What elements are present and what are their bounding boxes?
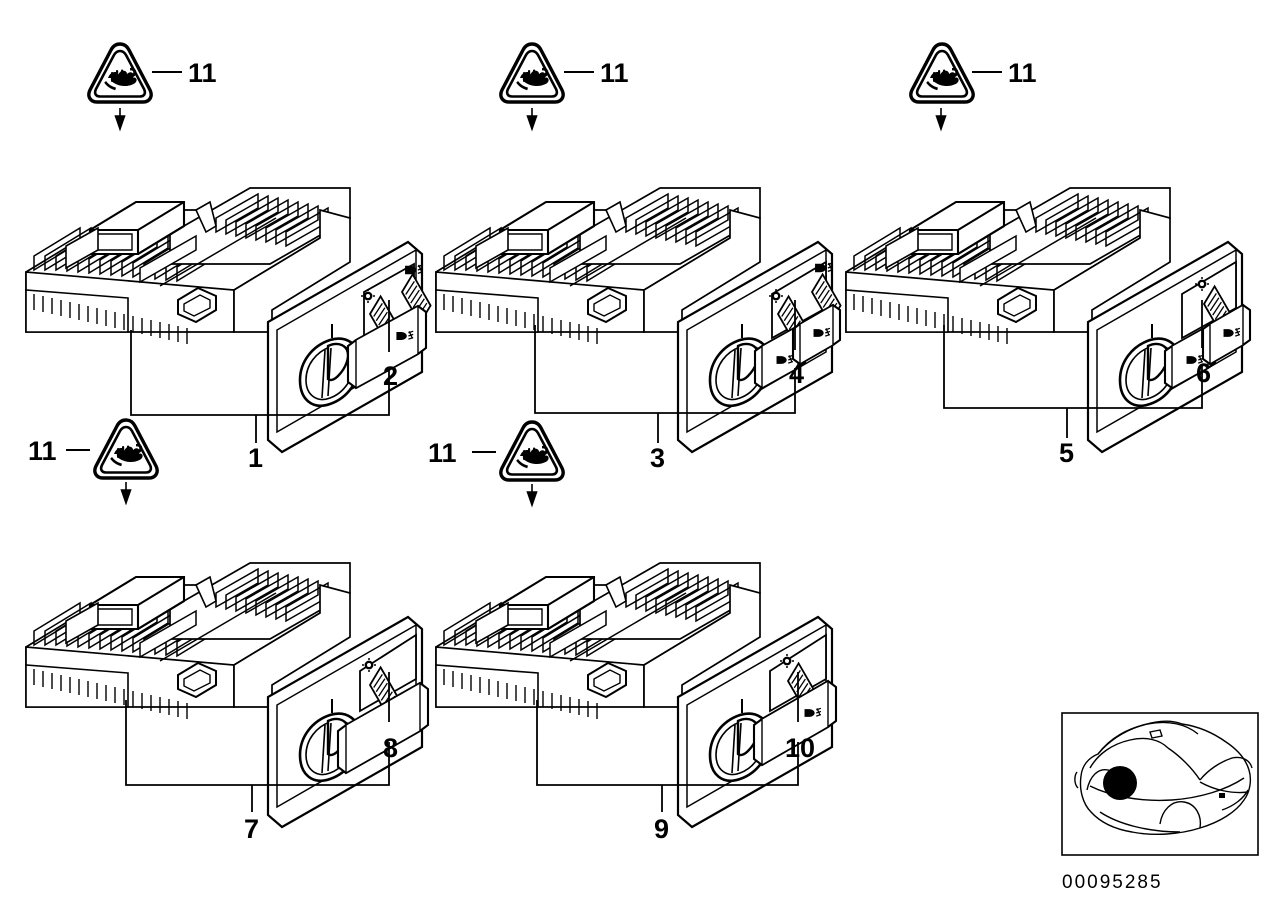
callout-label-8: 8 <box>383 733 398 763</box>
switch-module-unit-3[interactable]: 11 5 6 <box>844 42 1252 468</box>
callout-bracket-9 <box>536 700 799 786</box>
diagram-part-id: 00095285 <box>1062 872 1163 893</box>
callout-label-11-unit-1: 11 <box>188 58 217 88</box>
switch-module-unit-5[interactable]: 11 9 10 <box>428 420 838 844</box>
callout-label-7: 7 <box>244 814 259 844</box>
location-dot <box>1103 766 1137 800</box>
callout-label-9: 9 <box>654 814 669 844</box>
callout-label-3: 3 <box>650 443 665 473</box>
callout-bracket-3 <box>534 325 796 414</box>
switch-module-unit-1[interactable]: 11 1 2 <box>24 42 437 473</box>
switch-module-unit-4[interactable]: 11 7 8 <box>24 418 430 844</box>
callout-label-11-unit-2: 11 <box>600 58 629 88</box>
callout-bracket-7 <box>125 700 390 786</box>
callout-label-11-unit-3: 11 <box>1008 58 1037 88</box>
callout-label-10: 10 <box>785 733 815 763</box>
vehicle-locator: 00095285 <box>1061 712 1259 893</box>
callout-label-4: 4 <box>789 359 804 389</box>
callout-bracket-5 <box>943 325 1203 409</box>
callout-label-11-unit-5: 11 <box>428 438 457 468</box>
callout-bracket-1 <box>130 330 390 416</box>
blank-trim-face <box>345 681 421 775</box>
callout-label-5: 5 <box>1059 438 1074 468</box>
callout-label-2: 2 <box>383 361 398 391</box>
button-face <box>355 304 419 390</box>
button-face <box>761 679 829 767</box>
callout-label-1: 1 <box>248 443 263 473</box>
switch-module-unit-2[interactable]: 11 3 4 <box>434 42 847 473</box>
callout-label-11-unit-4: 11 <box>28 436 57 466</box>
callout-label-6: 6 <box>1196 358 1211 388</box>
